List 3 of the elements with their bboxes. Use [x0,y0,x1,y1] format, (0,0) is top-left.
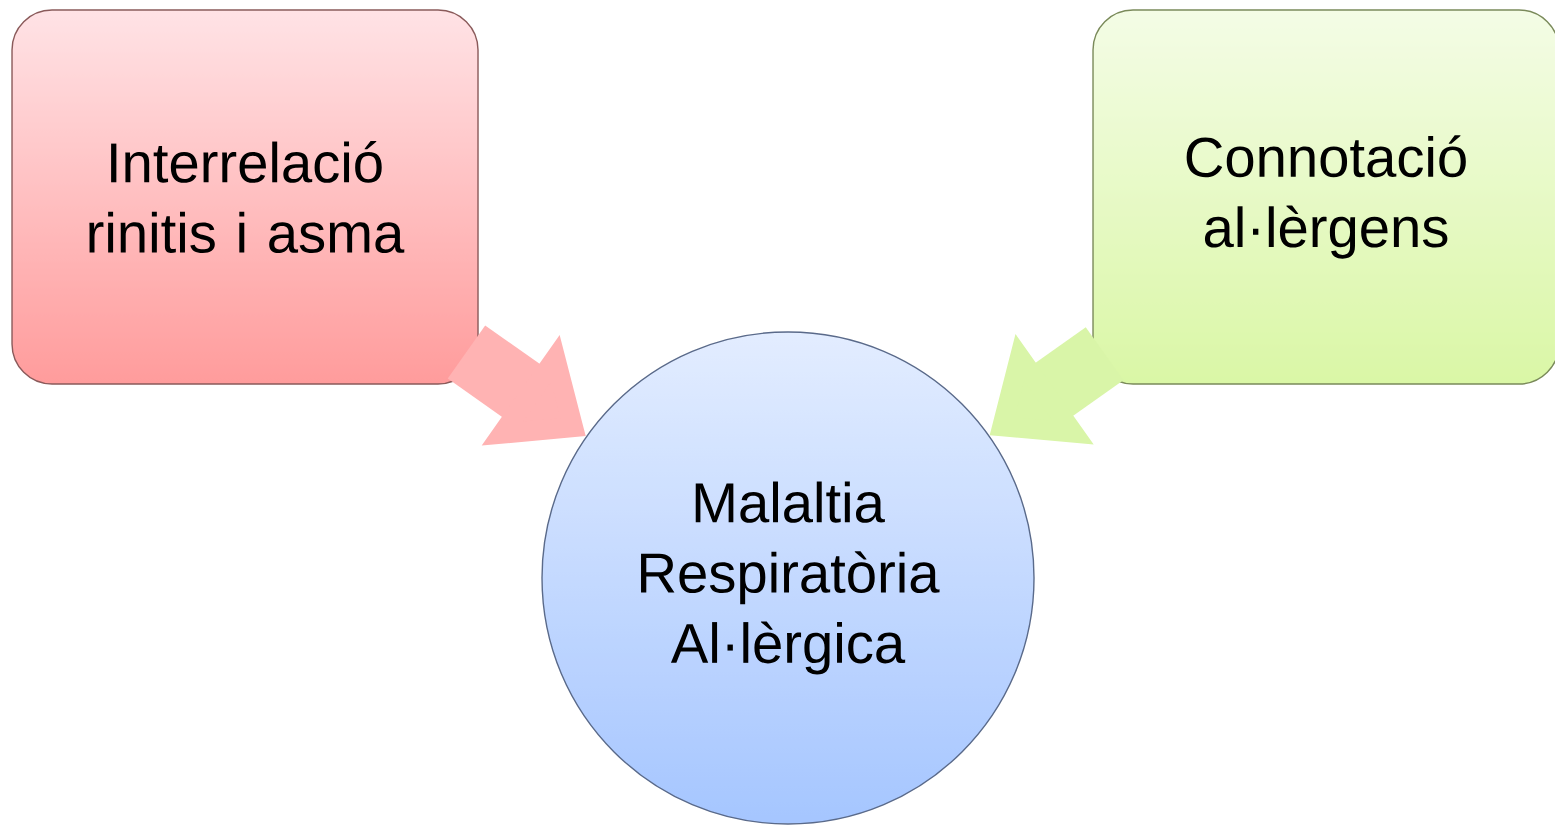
process-box: Connotació al·lèrgens [1092,9,1555,385]
circle-node: Malaltia Respiratòria Al·lèrgica [541,331,1035,825]
process-box: Interrelació rinitis i asma [11,9,479,385]
